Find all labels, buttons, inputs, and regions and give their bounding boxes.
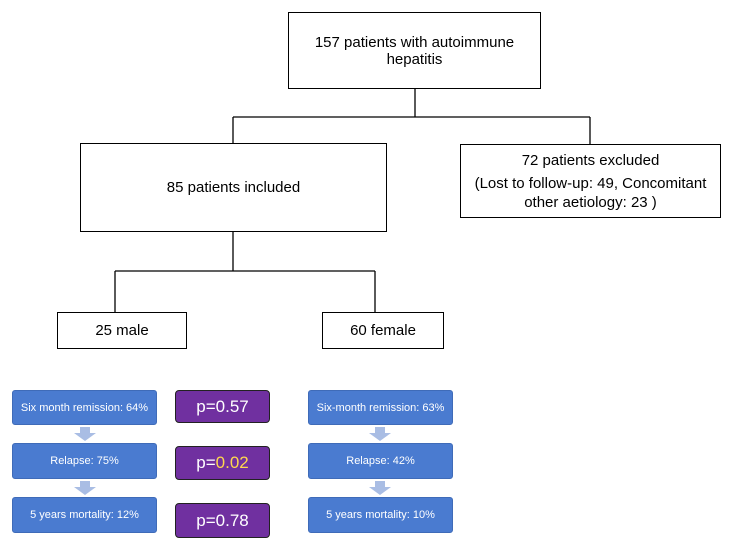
excluded-patients-detail-line1: (Lost to follow-up: 49, Concomitant: [474, 174, 707, 192]
excluded-patients-box: 72 patients excluded (Lost to follow-up:…: [460, 144, 721, 218]
p-value-relapse-value: 0.02: [215, 453, 249, 472]
male-mortality-label: 5 years mortality: 12%: [30, 509, 139, 521]
female-relapse-box: Relapse: 42%: [308, 443, 453, 479]
female-group-label: 60 female: [350, 322, 416, 339]
total-patients-box: 157 patients with autoimmune hepatitis: [288, 12, 541, 89]
p-value-remission-box: p=0.57: [175, 390, 270, 423]
female-relapse-label: Relapse: 42%: [346, 455, 415, 467]
p-value-remission-prefix: p=: [196, 396, 216, 416]
p-value-relapse-box: p=0.02: [175, 446, 270, 480]
p-value-mortality-prefix: p=: [196, 510, 216, 530]
excluded-patients-detail-line2: other aetiology: 23 ): [524, 193, 657, 211]
male-group-label: 25 male: [95, 322, 149, 339]
male-remission-box: Six month remission: 64%: [12, 390, 157, 425]
down-arrow-icon: [369, 481, 391, 495]
p-value-remission-value: 0.57: [215, 396, 249, 416]
male-relapse-label: Relapse: 75%: [50, 455, 119, 467]
female-mortality-box: 5 years mortality: 10%: [308, 497, 453, 533]
male-group-box: 25 male: [57, 312, 187, 349]
down-arrow-icon: [74, 481, 96, 495]
male-relapse-box: Relapse: 75%: [12, 443, 157, 479]
p-value-mortality-box: p= 0.78: [175, 503, 270, 538]
included-patients-label: 85 patients included: [166, 179, 301, 196]
female-remission-box: Six-month remission: 63%: [308, 390, 453, 425]
female-group-box: 60 female: [322, 312, 444, 349]
down-arrow-icon: [74, 427, 96, 441]
male-mortality-box: 5 years mortality: 12%: [12, 497, 157, 533]
down-arrow-icon: [369, 427, 391, 441]
male-remission-label: Six month remission: 64%: [20, 401, 149, 414]
p-value-mortality-value: 0.78: [215, 510, 249, 530]
p-value-relapse-prefix: p=: [196, 453, 216, 472]
excluded-patients-title: 72 patients excluded: [521, 151, 660, 169]
female-remission-label: Six-month remission: 63%: [316, 401, 445, 414]
total-patients-label: 157 patients with autoimmune hepatitis: [314, 33, 515, 68]
included-patients-box: 85 patients included: [80, 143, 387, 232]
female-mortality-label: 5 years mortality: 10%: [326, 509, 435, 521]
